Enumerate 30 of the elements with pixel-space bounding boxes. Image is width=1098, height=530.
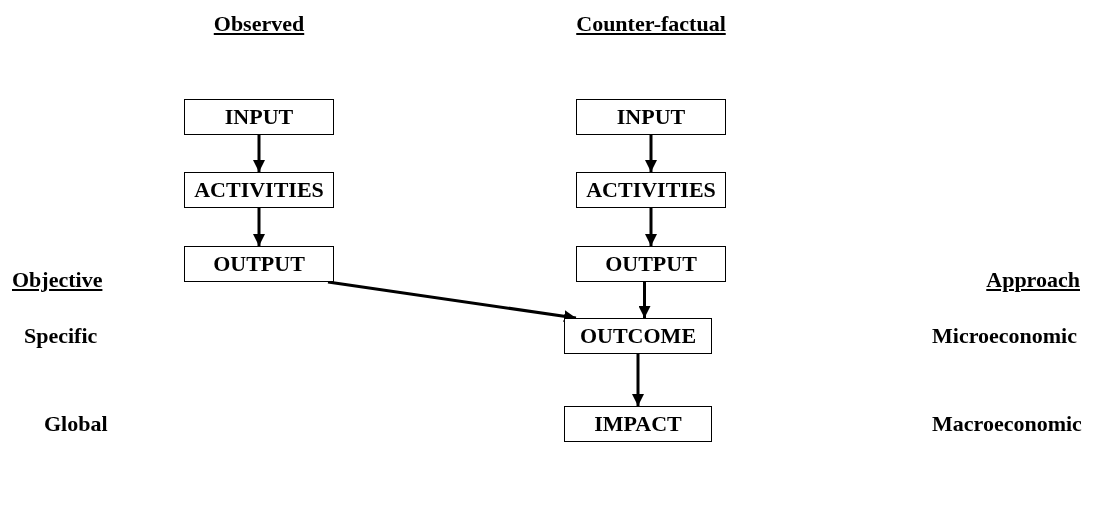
box-label: ACTIVITIES	[194, 177, 324, 203]
column-heading: Observed	[213, 12, 305, 37]
process-box	[576, 246, 726, 282]
row-label: Global	[44, 412, 108, 437]
column-heading: Approach	[986, 268, 1080, 293]
process-box	[576, 99, 726, 135]
column-heading: Objective	[12, 268, 103, 293]
arrow	[645, 208, 657, 246]
box-label: INPUT	[616, 104, 686, 130]
row-label: Specific	[24, 324, 98, 349]
process-box	[576, 172, 726, 208]
process-box	[184, 172, 334, 208]
row-label: Microeconomic	[932, 324, 1077, 349]
box-label: IMPACT	[594, 411, 682, 437]
process-box	[184, 99, 334, 135]
box-label: INPUT	[224, 104, 294, 130]
process-box	[564, 318, 712, 354]
box-label: OUTPUT	[213, 251, 305, 277]
box-label: OUTCOME	[579, 323, 697, 349]
column-heading: Counter-factual	[576, 12, 726, 37]
process-box	[184, 246, 334, 282]
arrow	[645, 135, 657, 172]
arrow	[253, 208, 265, 246]
process-box	[564, 406, 712, 442]
arrow	[253, 135, 265, 172]
box-label: OUTPUT	[605, 251, 697, 277]
arrow	[632, 354, 644, 406]
box-label: ACTIVITIES	[586, 177, 716, 203]
row-label: Macroeconomic	[932, 412, 1082, 437]
arrow	[638, 282, 651, 318]
